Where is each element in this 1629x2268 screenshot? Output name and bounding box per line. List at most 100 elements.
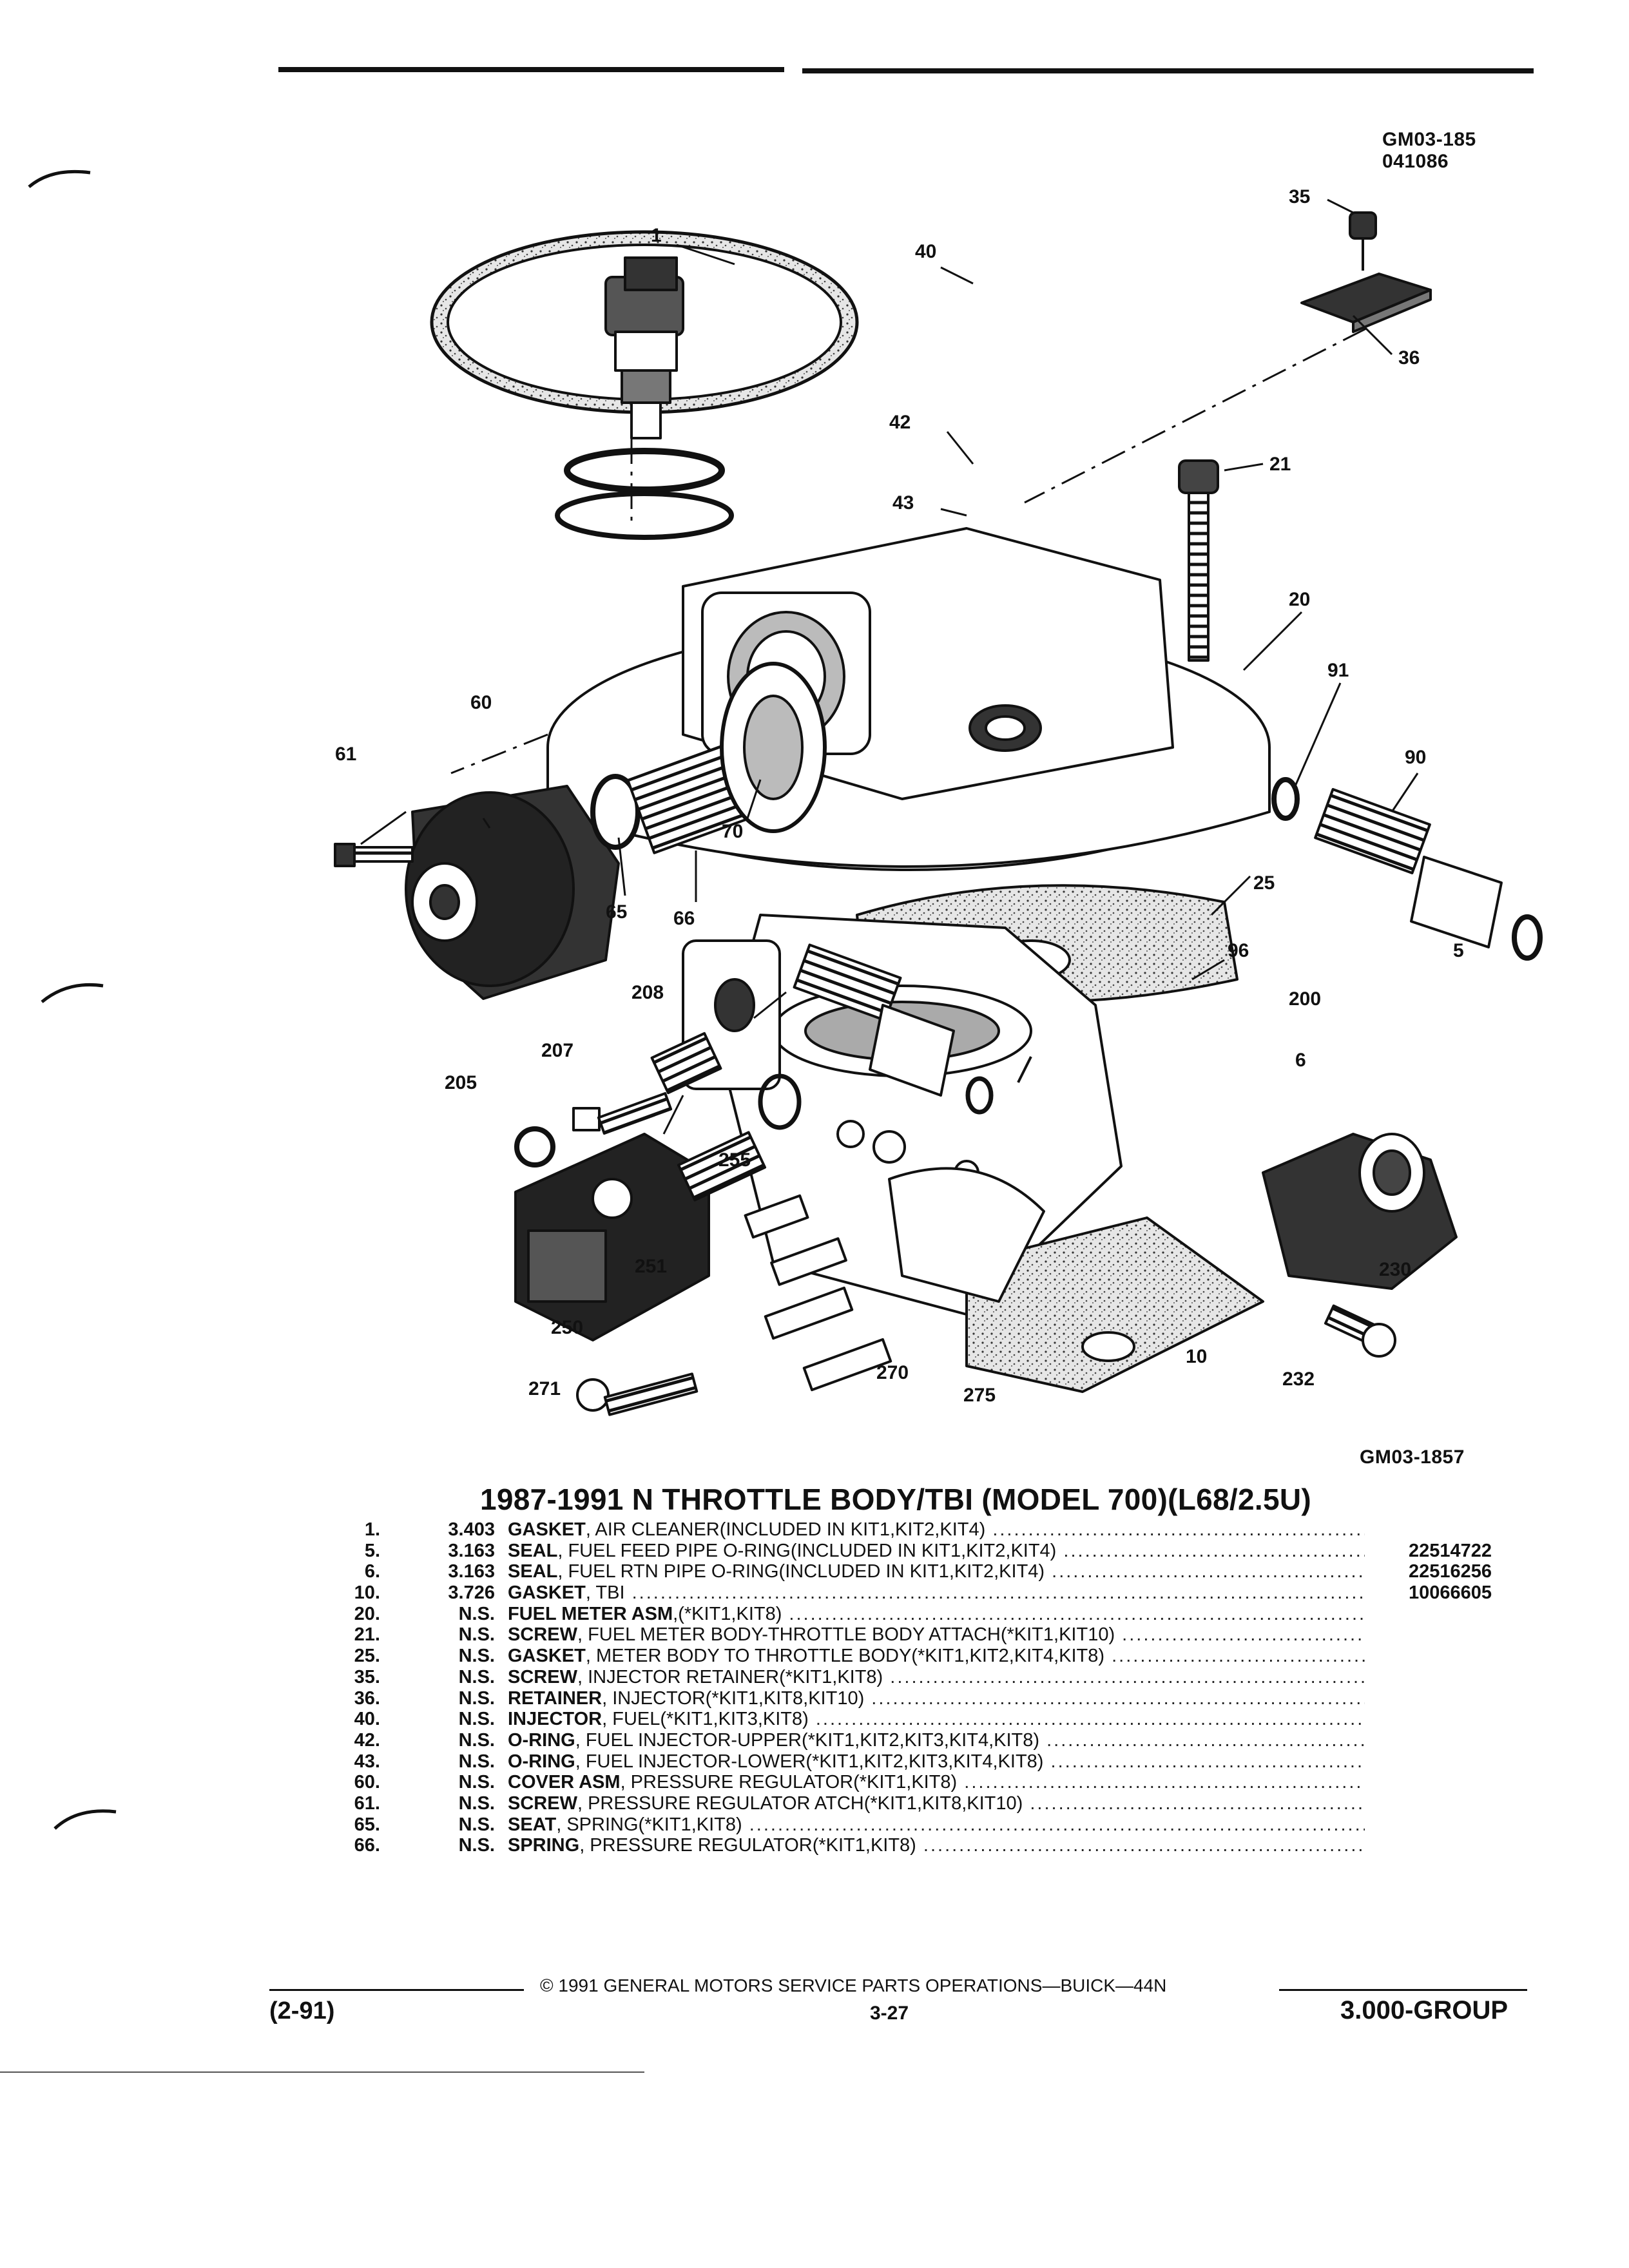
exploded-parts-diagram: 1 40 35 36 42 21 43 20 91 90 60 61 65 66… — [322, 168, 1547, 1424]
ref-number: 66. — [354, 1835, 380, 1856]
callout-20: 20 — [1289, 589, 1310, 610]
callout-275: 275 — [963, 1385, 996, 1406]
injector-retainer — [1300, 273, 1432, 333]
tps-screw-232 — [1324, 1304, 1396, 1358]
leader-dots: ........................................… — [815, 1709, 1365, 1730]
part-name: FUEL METER ASM — [508, 1603, 673, 1624]
ref-number: 35. — [354, 1666, 380, 1687]
ref-number: 25. — [354, 1646, 380, 1667]
callout-leaders — [360, 198, 1419, 1135]
callout-10: 10 — [1186, 1346, 1207, 1367]
part-detail: , INJECTOR(*KIT1,KIT8,KIT10) — [602, 1687, 865, 1709]
parts-row: 35.N.S.SCREW, INJECTOR RETAINER(*KIT1,KI… — [335, 1667, 1547, 1688]
idle-spring-208 — [650, 1032, 722, 1095]
revision-date: (2-91) — [269, 1997, 335, 2024]
callout-66: 66 — [673, 908, 695, 929]
ref-number: 6. — [364, 1561, 380, 1582]
part-name: O-RING — [508, 1751, 575, 1772]
leader-dots: ........................................… — [1052, 1561, 1365, 1582]
part-number: 22514722 — [1409, 1540, 1492, 1561]
drawing-code-primary: GM03-185 — [1382, 129, 1476, 150]
callout-96: 96 — [1228, 940, 1249, 961]
part-name: GASKET — [508, 1582, 586, 1604]
callout-35: 35 — [1289, 186, 1310, 207]
callout-232: 232 — [1282, 1369, 1315, 1390]
parts-row: 36.N.S.RETAINER, INJECTOR(*KIT1,KIT8,KIT… — [335, 1688, 1547, 1709]
part-detail: , METER BODY TO THROTTLE BODY(*KIT1,KIT2… — [585, 1646, 1105, 1667]
callout-90: 90 — [1405, 747, 1426, 768]
callout-230: 230 — [1379, 1259, 1411, 1280]
part-description: GASKET, AIR CLEANER(INCLUDED IN KIT1,KIT… — [508, 1519, 1365, 1540]
top-rule-right — [802, 68, 1534, 73]
screw-271 — [576, 1372, 699, 1416]
gasket-255 — [758, 1073, 802, 1130]
copyright-notice: © 1991 GENERAL MOTORS SERVICE PARTS OPER… — [540, 1975, 1167, 1995]
part-detail: , FUEL INJECTOR-UPPER(*KIT1,KIT2,KIT3,KI… — [575, 1729, 1040, 1751]
part-name: SCREW — [508, 1666, 577, 1687]
parts-row: 60.N.S.COVER ASM, PRESSURE REGULATOR(*KI… — [335, 1772, 1547, 1793]
regulator-screw — [334, 843, 414, 867]
part-detail: , FUEL(*KIT1,KIT3,KIT8) — [602, 1709, 809, 1730]
leader-dots: ........................................… — [871, 1687, 1365, 1709]
page-number: 3-27 — [870, 2003, 909, 2024]
part-description: SEAT, SPRING(*KIT1,KIT8) ...............… — [508, 1814, 1365, 1835]
parts-row: 21.N.S.SCREW, FUEL METER BODY-THROTTLE B… — [335, 1624, 1547, 1646]
group-number: N.S. — [458, 1751, 495, 1772]
group-number: N.S. — [458, 1687, 495, 1709]
group-number: N.S. — [458, 1646, 495, 1667]
callout-255: 255 — [718, 1149, 751, 1171]
part-description: SCREW, PRESSURE REGULATOR ATCH(*KIT1,KIT… — [508, 1793, 1365, 1814]
part-detail: , TBI — [585, 1582, 625, 1604]
fuel-return-fitting — [793, 943, 955, 1097]
part-detail: , FUEL METER BODY-THROTTLE BODY ATTACH(*… — [577, 1624, 1115, 1646]
drawing-code-secondary: 041086 — [1382, 151, 1449, 172]
ref-number: 1. — [364, 1519, 380, 1540]
part-name: SCREW — [508, 1792, 577, 1814]
leader-dots: ........................................… — [1122, 1624, 1365, 1646]
ref-number: 20. — [354, 1603, 380, 1624]
group-code: 3.000-GROUP — [1340, 1996, 1509, 2024]
group-number: N.S. — [458, 1835, 495, 1856]
group-number: N.S. — [458, 1709, 495, 1730]
seal-205 — [514, 1126, 555, 1168]
leader-dots: ........................................… — [1112, 1646, 1365, 1667]
callout-251: 251 — [635, 1256, 667, 1277]
group-number: 3.163 — [448, 1561, 495, 1582]
throttle-position-sensor — [1262, 1133, 1458, 1290]
group-number: N.S. — [458, 1729, 495, 1751]
part-description: GASKET, METER BODY TO THROTTLE BODY(*KIT… — [508, 1646, 1365, 1666]
callout-60: 60 — [470, 692, 492, 713]
part-detail: , PRESSURE REGULATOR ATCH(*KIT1,KIT8,KIT… — [577, 1792, 1023, 1814]
part-name: GASKET — [508, 1646, 586, 1667]
group-number: N.S. — [458, 1792, 495, 1814]
part-name: GASKET — [508, 1519, 586, 1540]
throttle-body-studs — [744, 1167, 1045, 1392]
callout-42: 42 — [889, 412, 911, 433]
part-detail: ,(*KIT1,KIT8) — [673, 1603, 782, 1624]
part-description: O-RING, FUEL INJECTOR-UPPER(*KIT1,KIT2,K… — [508, 1730, 1365, 1751]
parts-row: 42. N.S. O-RING, FUEL INJECTOR-UPPER(*KIT1… — [335, 1730, 1547, 1751]
part-description: SEAL, FUEL FEED PIPE O-RING(INCLUDED IN … — [508, 1541, 1365, 1561]
bottom-scan-line — [0, 2071, 644, 2073]
part-number: 10066605 — [1409, 1582, 1492, 1604]
fuel-meter-body-screw — [1178, 459, 1219, 662]
leader-dots: ........................................… — [631, 1582, 1365, 1604]
ref-number: 42. — [354, 1729, 380, 1751]
part-name: SCREW — [508, 1624, 577, 1646]
fuel-feed-seal-5 — [1512, 914, 1543, 961]
callout-270: 270 — [876, 1362, 909, 1383]
part-description: O-RING, FUEL INJECTOR-LOWER(*KIT1,KIT2,K… — [508, 1751, 1365, 1772]
parts-row: 20.N.S.FUEL METER ASM,(*KIT1,KIT8) .....… — [335, 1604, 1547, 1625]
leader-dots: ........................................… — [1046, 1729, 1365, 1751]
part-description: SPRING, PRESSURE REGULATOR(*KIT1,KIT8) .… — [508, 1835, 1365, 1856]
part-description: COVER ASM, PRESSURE REGULATOR(*KIT1,KIT8… — [508, 1772, 1365, 1792]
leader-dots: ........................................… — [1050, 1751, 1365, 1772]
ref-number: 40. — [354, 1709, 380, 1730]
leader-dots: ........................................… — [923, 1835, 1365, 1856]
callout-205: 205 — [445, 1072, 477, 1093]
part-detail: , PRESSURE REGULATOR(*KIT1,KIT8) — [579, 1835, 916, 1856]
part-description: INJECTOR, FUEL(*KIT1,KIT3,KIT8) ........… — [508, 1709, 1365, 1729]
